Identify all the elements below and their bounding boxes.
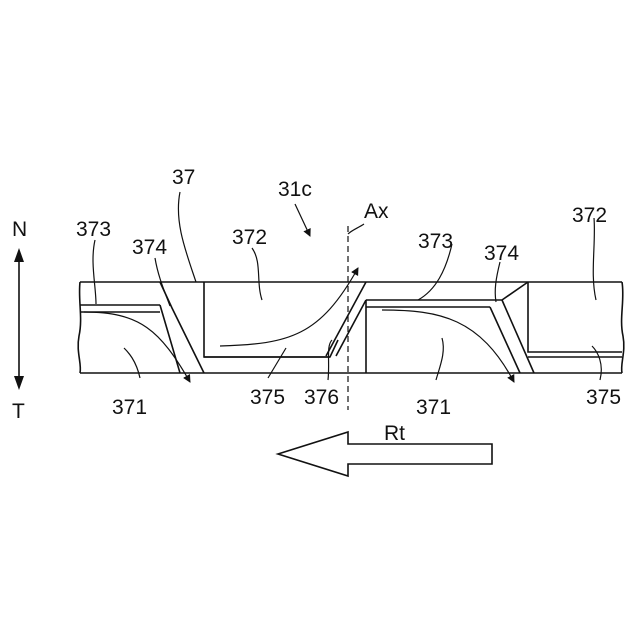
flow-arrow-371-left [84,312,190,382]
direction-t-label: T [12,400,25,423]
label-374-left: 374 [132,236,167,259]
label-371-left: 371 [112,396,147,419]
label-375-left: 375 [250,386,285,409]
band-break-left [78,282,80,373]
band-break-right [622,282,624,373]
flow-arrow-371-right [382,310,514,382]
label-375-right: 375 [586,386,621,409]
label-374-right: 374 [484,242,519,265]
axis-label: Ax [364,200,389,223]
label-373-left: 373 [76,218,111,241]
label-376: 376 [304,386,339,409]
ref-31c-arrow [295,204,310,236]
label-372-right: 372 [572,204,607,227]
ref-31c: 31c [278,178,312,201]
ref-37: 37 [172,166,195,189]
rotation-label: Rt [384,422,405,445]
label-373-right: 373 [418,230,453,253]
direction-n-label: N [12,218,27,241]
label-372-left: 372 [232,226,267,249]
double-headed-arrow-icon [14,248,24,390]
pattern-unit-left [80,268,366,382]
pattern-unit-right [366,282,622,382]
label-371-right: 371 [416,396,451,419]
